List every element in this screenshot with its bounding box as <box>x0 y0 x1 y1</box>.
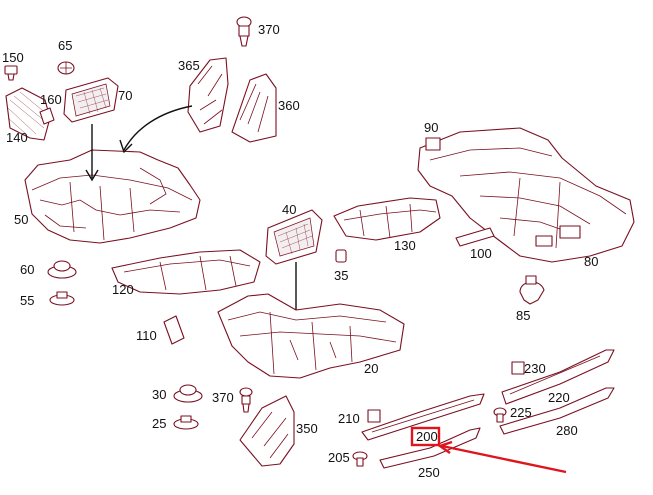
sill-part-280[interactable] <box>499 387 615 435</box>
panel-part-40[interactable] <box>265 209 323 265</box>
part-label-65[interactable]: 65 <box>58 38 72 53</box>
clip-part-210[interactable] <box>367 409 381 423</box>
clip-part-150[interactable] <box>4 65 18 81</box>
grommet-part-25[interactable] <box>173 415 199 430</box>
part-label-370[interactable]: 370 <box>258 22 280 37</box>
part-label-225[interactable]: 225 <box>510 405 532 420</box>
mat-part-120[interactable] <box>111 249 261 295</box>
part-label-90[interactable]: 90 <box>424 120 438 135</box>
part-label-365[interactable]: 365 <box>178 58 200 73</box>
bolt-part-370-lower[interactable] <box>239 387 253 413</box>
part-label-200[interactable]: 200 <box>416 429 438 444</box>
part-label-230[interactable]: 230 <box>524 361 546 376</box>
bracket-part-360[interactable] <box>231 73 277 143</box>
carpet-part-80[interactable] <box>417 127 635 263</box>
part-label-120[interactable]: 120 <box>112 282 134 297</box>
clip-part-35[interactable] <box>335 249 347 263</box>
part-label-210[interactable]: 210 <box>338 411 360 426</box>
screw-part-225[interactable] <box>493 407 507 423</box>
bracket-part-350[interactable] <box>239 395 295 467</box>
highlight-arrow-head <box>437 440 453 454</box>
part-label-205[interactable]: 205 <box>328 450 350 465</box>
grommet-part-60[interactable] <box>47 260 77 279</box>
grommet-part-30[interactable] <box>173 384 203 403</box>
part-label-55[interactable]: 55 <box>20 293 34 308</box>
block-part-110[interactable] <box>163 315 185 345</box>
fastener-part-85[interactable] <box>519 275 545 305</box>
clip-part-230[interactable] <box>511 361 525 375</box>
grommet-part-55[interactable] <box>49 291 75 306</box>
part-label-30[interactable]: 30 <box>152 387 166 402</box>
part-label-25[interactable]: 25 <box>152 416 166 431</box>
part-label-80[interactable]: 80 <box>584 254 598 269</box>
arrow-head <box>119 139 133 154</box>
part-label-60[interactable]: 60 <box>20 262 34 277</box>
screw-part-205[interactable] <box>352 451 368 467</box>
part-label-350[interactable]: 350 <box>296 421 318 436</box>
part-label-360[interactable]: 360 <box>278 98 300 113</box>
bracket-part-365[interactable] <box>187 57 229 133</box>
part-label-220[interactable]: 220 <box>548 390 570 405</box>
part-label-160[interactable]: 160 <box>40 92 62 107</box>
mat-part-140[interactable] <box>5 87 51 141</box>
part-label-130[interactable]: 130 <box>394 238 416 253</box>
part-label-150[interactable]: 150 <box>2 50 24 65</box>
part-label-20[interactable]: 20 <box>364 361 378 376</box>
part-label-35[interactable]: 35 <box>334 268 348 283</box>
highlight-arrow <box>441 444 567 474</box>
part-label-110[interactable]: 110 <box>136 328 157 343</box>
part-label-85[interactable]: 85 <box>516 308 530 323</box>
pointer-arrow <box>123 105 193 151</box>
carpet-part-50[interactable] <box>24 149 201 244</box>
part-label-280[interactable]: 280 <box>556 423 578 438</box>
panel-part-70[interactable] <box>63 77 119 123</box>
part-label-140[interactable]: 140 <box>6 130 28 145</box>
part-label-250[interactable]: 250 <box>418 465 440 480</box>
trim-part-200[interactable] <box>361 393 485 441</box>
strip-part-100[interactable] <box>455 227 495 247</box>
part-label-50[interactable]: 50 <box>14 212 28 227</box>
part-label-100[interactable]: 100 <box>470 246 492 261</box>
panel-part-130[interactable] <box>333 197 441 241</box>
bolt-part-370-top[interactable] <box>236 16 252 47</box>
part-label-70[interactable]: 70 <box>118 88 132 103</box>
part-label-370-lower[interactable]: 370 <box>212 390 234 405</box>
clip-part-160[interactable] <box>39 107 55 125</box>
clip-part-90[interactable] <box>425 137 441 151</box>
part-label-40[interactable]: 40 <box>282 202 296 217</box>
fastener-part-65[interactable] <box>57 61 75 75</box>
highlight-box <box>410 426 441 447</box>
arrow-head <box>85 169 99 182</box>
carpet-part-20[interactable] <box>217 293 405 379</box>
sill-part-220[interactable] <box>501 349 615 405</box>
